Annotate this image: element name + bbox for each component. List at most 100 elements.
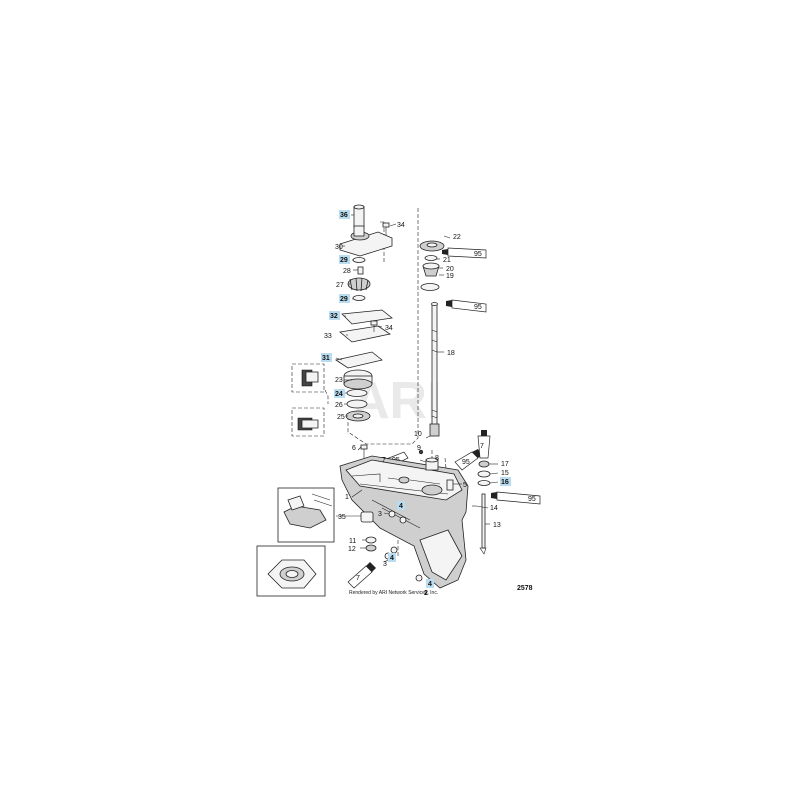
o-ring-part [352,257,366,263]
callout-10[interactable]: 10 [414,431,422,438]
callout-3[interactable]: 3 [378,511,382,518]
gasket-part [334,351,383,369]
callout-16[interactable]: 16 [501,479,509,486]
svg-text:95: 95 [474,251,482,258]
sleeve-part [353,204,365,229]
highlight-marker [339,255,350,264]
callout-23[interactable]: 23 [335,377,343,384]
callout-27[interactable]: 27 [336,282,344,289]
callout-31[interactable]: 31 [322,355,330,362]
callout-30[interactable]: 30 [335,244,343,251]
dowel-pin-part [446,479,454,491]
key-part [357,266,364,275]
screw-part [360,444,368,458]
screw-part [370,320,378,332]
retaining-ring-part [420,283,440,291]
bearing-part [345,410,371,422]
washer-part [424,255,438,261]
drain-screw-part [365,536,377,552]
anode-part [360,511,374,523]
seal-housing-part [343,369,373,390]
leader-lines [335,214,499,563]
callout-25[interactable]: 25 [337,414,345,421]
callout-26[interactable]: 26 [335,402,343,409]
drive-shaft-part [429,302,440,437]
svg-text:95: 95 [528,496,536,503]
render-credit: Rendered by ARI Network Services, Inc. [349,590,438,596]
callout-28[interactable]: 28 [343,268,351,275]
svg-text:95: 95 [474,304,482,311]
callout-20[interactable]: 20 [446,266,454,273]
callout-7[interactable]: 7 [382,457,386,464]
callout-14[interactable]: 14 [490,505,498,512]
callout-21[interactable]: 21 [443,257,451,264]
svg-text:7: 7 [356,575,360,582]
callout-19[interactable]: 19 [446,273,454,280]
sealant-tube-icon: 7 [347,562,376,589]
svg-text:7: 7 [480,443,484,450]
svg-text:95: 95 [462,459,470,466]
nut-detail-box [256,545,326,597]
callout-35[interactable]: 35 [338,514,346,521]
callout-9[interactable]: 9 [417,445,421,452]
callout-4[interactable]: 4 [390,555,394,562]
callout-34[interactable]: 34 [385,325,393,332]
pump-housing-part [339,225,393,257]
highlight-marker [500,477,511,486]
callout-33[interactable]: 33 [324,333,332,340]
callout-17[interactable]: 17 [501,461,509,468]
highlight-marker [329,311,340,320]
callout-32[interactable]: 32 [330,313,338,320]
ring-part [346,399,368,409]
callout-3[interactable]: 3 [383,561,387,568]
screw-part [382,222,390,236]
grease-tube-icon: 95 [491,491,541,505]
grease-tube-icon: 95 [442,247,487,259]
callout-12[interactable]: 12 [348,546,356,553]
callout-8[interactable]: 8 [435,455,439,462]
callout-2[interactable]: 2 [424,590,428,597]
nut-detail-box [277,487,335,543]
highlight-marker [339,210,350,219]
callout-29[interactable]: 29 [340,296,348,303]
highlight-marker [388,553,396,562]
callout-15[interactable]: 15 [501,470,509,477]
seal-detail-inset [291,363,325,393]
highlight-marker [426,579,434,588]
shift-rod-part [479,493,487,555]
highlight-marker [339,294,350,303]
callout-36[interactable]: 36 [340,212,348,219]
callout-6[interactable]: 6 [352,445,356,452]
callout-13[interactable]: 13 [493,522,501,529]
impeller-part [347,277,371,292]
callout-labels: 36 34 30 29 28 27 29 32 33 34 31 23 24 2… [321,210,511,588]
face-plate-part [339,325,392,343]
seal-detail-inset [291,407,325,437]
callout-18[interactable]: 18 [447,350,455,357]
o-ring-part [352,295,366,301]
callout-11[interactable]: 11 [349,538,356,545]
tapered-bearing-part [422,262,440,277]
callout-34[interactable]: 34 [397,222,405,229]
callout-4[interactable]: 4 [399,503,403,510]
callout-24[interactable]: 24 [335,391,343,398]
screw-part [390,546,398,554]
grease-tube-icon: 95 [446,299,487,313]
o-ring-part [346,389,368,397]
seal-part [477,470,491,478]
grease-tube-icon: 95 [454,449,482,471]
washer-part [388,510,396,518]
screw-part [399,516,407,524]
callout-1[interactable]: 1 [345,494,349,501]
highlight-marker [321,353,332,362]
callout-5[interactable]: 5 [463,482,467,489]
callout-29[interactable]: 29 [340,257,348,264]
o-ring-part [477,480,491,486]
bushing-part [478,460,490,468]
callout-22[interactable]: 22 [453,234,461,241]
callout-4[interactable]: 4 [428,581,432,588]
gasket-part [341,309,393,325]
dashed-assembly-line [397,457,456,565]
